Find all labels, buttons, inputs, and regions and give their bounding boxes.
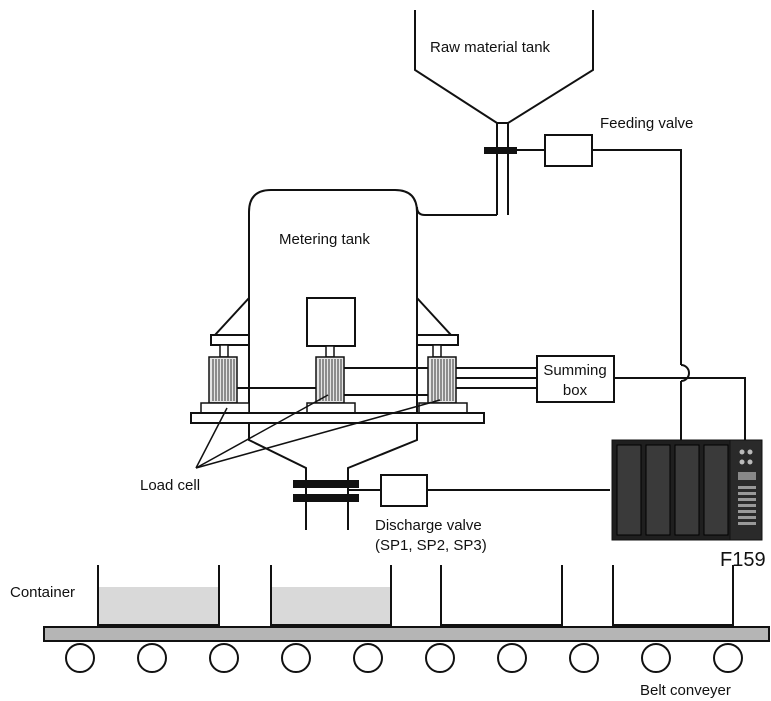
conveyer-rollers [65,643,743,673]
feed-pipe [416,123,545,216]
feeding-valve: Feeding valve [544,115,693,167]
feeding-valve-label: Feeding valve [600,115,693,132]
signal-wires [427,149,746,491]
container-1 [97,565,220,626]
discharge-valve-label-line2: (SP1, SP2, SP3) [375,537,487,554]
roller [209,643,239,673]
container-4 [612,565,734,626]
summing-box: Summing box [536,355,615,403]
roller [425,643,455,673]
base-plate [190,412,485,424]
load-cell-left [200,344,250,414]
f159-controller: F159 [611,439,766,571]
container-label: Container [10,584,75,601]
container-3 [440,565,563,626]
roller [137,643,167,673]
raw-material-tank: Raw material tank [414,10,594,124]
controller-label: F159 [720,549,766,571]
raw-material-tank-label: Raw material tank [430,39,551,56]
load-cell-label: Load cell [140,477,200,494]
summing-box-label-line2: box [563,382,588,399]
tank-center-block [306,297,356,347]
load-cell-pointers [195,394,441,469]
metering-tank-label: Metering tank [279,231,370,248]
tank-brackets [210,295,459,346]
discharge-valve-label-line1: Discharge valve [375,517,482,534]
discharge-valve: Discharge valve (SP1, SP2, SP3) [293,474,487,554]
load-cell-cables [237,367,537,396]
roller [281,643,311,673]
feed-pipe-flange [484,147,517,154]
roller [497,643,527,673]
belt-conveyer-label: Belt conveyer [640,682,731,699]
roller [353,643,383,673]
load-cell-center [306,345,356,414]
container-2 [270,565,392,626]
conveyer-belt [43,626,770,642]
roller [65,643,95,673]
roller [641,643,671,673]
summing-box-label-line1: Summing [543,362,606,379]
roller [569,643,599,673]
controller-ports [738,449,756,525]
roller [713,643,743,673]
